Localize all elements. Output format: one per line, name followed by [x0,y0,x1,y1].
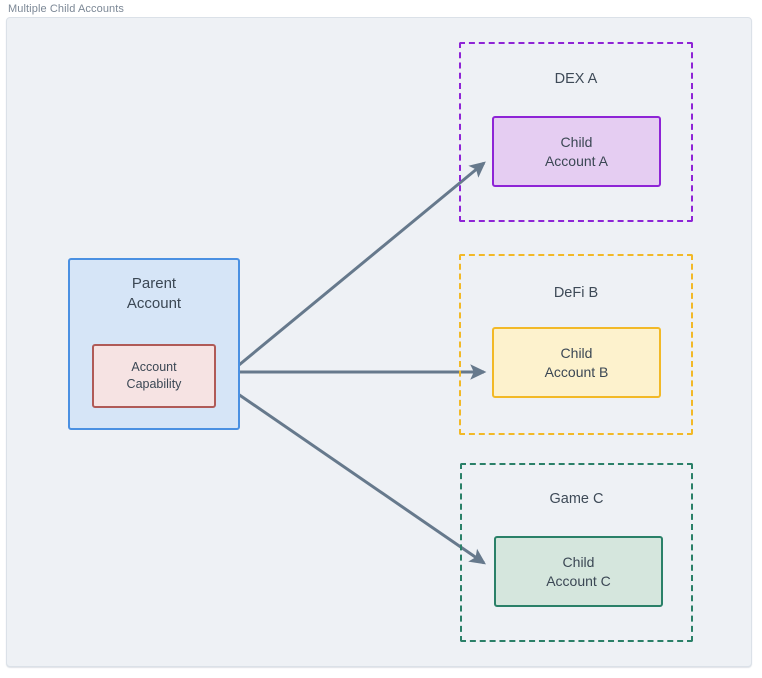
account-capability-label-line2: Capability [126,377,182,391]
child-account-a-label-line1: Child [560,133,593,150]
child-account-c-label-line2: Account C [546,572,611,589]
account-capability-label-line1: Account [131,360,177,375]
parent-account-label-line2: Account [126,295,182,313]
child-account-b-label-line1: Child [560,344,593,361]
group-dex-a[interactable]: DEX A [459,42,693,222]
parent-account-label-line1: Parent [131,275,177,292]
group-game-c[interactable]: Game C [460,463,693,642]
group-dex-a-label: DEX A [554,71,598,87]
group-defi-b-label: DeFi B [553,285,599,301]
group-game-c-label: Game C [549,491,604,507]
group-defi-b[interactable]: DeFi B [459,254,693,435]
node-child-account-a[interactable]: Child Account A [492,116,661,187]
node-child-account-b[interactable]: Child Account B [492,327,661,398]
child-account-b-label-line2: Account B [544,363,609,380]
node-child-account-c[interactable]: Child Account C [494,536,663,607]
child-account-a-label-line2: Account A [544,152,609,169]
node-account-capability[interactable]: Account Capability [92,344,216,408]
child-account-c-label-line1: Child [562,553,595,570]
diagram-title: Multiple Child Accounts [8,3,125,15]
